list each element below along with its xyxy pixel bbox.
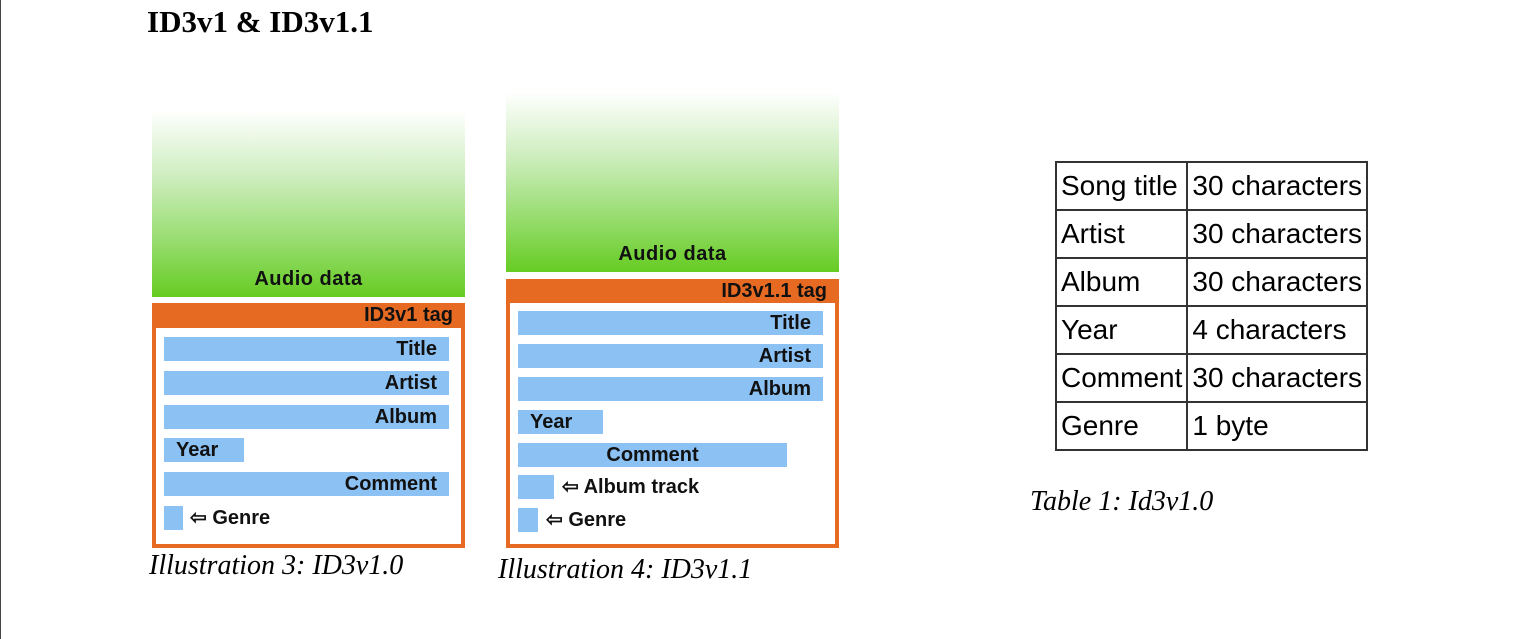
field-title: Title	[164, 337, 449, 361]
table-cell-field: Song title	[1054, 161, 1189, 211]
section-heading: ID3v1 & ID3v1.1	[147, 4, 374, 39]
table-cell-size: 4 characters	[1186, 305, 1369, 355]
table-cell-field: Comment	[1054, 353, 1189, 403]
field-genre-block	[518, 508, 538, 532]
table-cell-size: 1 byte	[1186, 401, 1369, 451]
table-cell-field: Artist	[1054, 209, 1189, 259]
field-title: Title	[518, 311, 823, 335]
field-album-track-label: ⇦ Album track	[562, 476, 700, 498]
field-genre-block	[164, 506, 183, 530]
table-1-caption: Table 1: Id3v1.0	[1030, 486, 1214, 517]
field-comment: Comment	[518, 443, 787, 467]
table-cell-size: 30 characters	[1186, 353, 1369, 403]
id3v11-tag-label: ID3v1.1 tag	[510, 279, 835, 303]
id3v1-field-table: Song title 30 characters Artist 30 chara…	[1054, 161, 1369, 451]
field-year: Year	[164, 438, 244, 462]
page-left-border	[0, 0, 1, 639]
table-cell-size: 30 characters	[1186, 161, 1369, 211]
field-year: Year	[518, 410, 603, 434]
id3v1-diagram: Audio data ID3v1 tag Title Artist Album …	[152, 110, 465, 548]
table-cell-field: Genre	[1054, 401, 1189, 451]
table-row: Genre 1 byte	[1054, 401, 1369, 451]
illustration-3-caption: Illustration 3: ID3v1.0	[149, 550, 404, 581]
illustration-4-caption: Illustration 4: ID3v1.1	[498, 554, 753, 585]
field-album: Album	[518, 377, 823, 401]
id3v11-diagram: Audio data ID3v1.1 tag Title Artist Albu…	[506, 92, 839, 548]
table-cell-field: Album	[1054, 257, 1189, 307]
field-album-track-block	[518, 475, 554, 499]
table-row: Song title 30 characters	[1054, 161, 1369, 211]
audio-data-block: Audio data	[152, 110, 465, 297]
table-cell-field: Year	[1054, 305, 1189, 355]
table-row: Comment 30 characters	[1054, 353, 1369, 403]
id3v1-tag-block: ID3v1 tag Title Artist Album Year Commen…	[152, 303, 465, 548]
field-genre-label: ⇦ Genre	[546, 509, 627, 531]
table-row: Artist 30 characters	[1054, 209, 1369, 259]
table-row: Year 4 characters	[1054, 305, 1369, 355]
field-artist: Artist	[164, 371, 449, 395]
audio-data-label: Audio data	[618, 243, 727, 265]
table-row: Album 30 characters	[1054, 257, 1369, 307]
table-cell-size: 30 characters	[1186, 257, 1369, 307]
id3v11-tag-block: ID3v1.1 tag Title Artist Album Year Comm…	[506, 279, 839, 548]
field-comment: Comment	[164, 472, 449, 496]
field-genre-label: ⇦ Genre	[190, 507, 271, 529]
field-album: Album	[164, 405, 449, 429]
id3v1-tag-label: ID3v1 tag	[156, 303, 461, 328]
audio-data-block: Audio data	[506, 92, 839, 272]
audio-data-label: Audio data	[254, 268, 363, 290]
table-cell-size: 30 characters	[1186, 209, 1369, 259]
field-artist: Artist	[518, 344, 823, 368]
